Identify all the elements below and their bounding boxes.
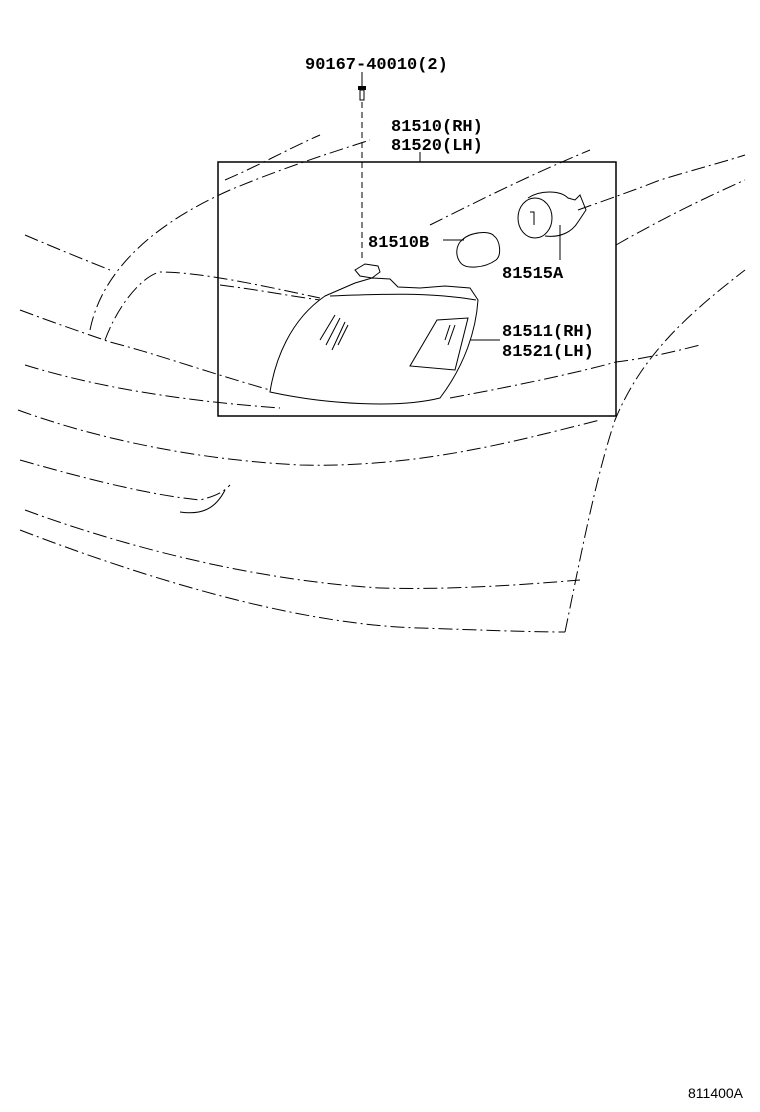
label-lens-rh: 81511(RH) [502, 323, 594, 342]
car-body-outline [17, 134, 746, 633]
label-bulb: 81510B [368, 234, 429, 253]
label-screw: 90167-40010(2) [305, 56, 448, 75]
label-lens-lh: 81521(LH) [502, 343, 594, 362]
label-lamp-rh: 81510(RH) [391, 118, 483, 137]
screw-icon [358, 72, 366, 101]
bulb-icon [443, 232, 501, 268]
label-lamp-lh: 81520(LH) [391, 137, 483, 156]
socket-icon [517, 191, 587, 260]
assembly-frame [217, 161, 617, 417]
figure-code: 811400A [688, 1085, 744, 1101]
corner-lamp-icon [269, 263, 500, 405]
label-socket: 81515A [502, 265, 564, 284]
